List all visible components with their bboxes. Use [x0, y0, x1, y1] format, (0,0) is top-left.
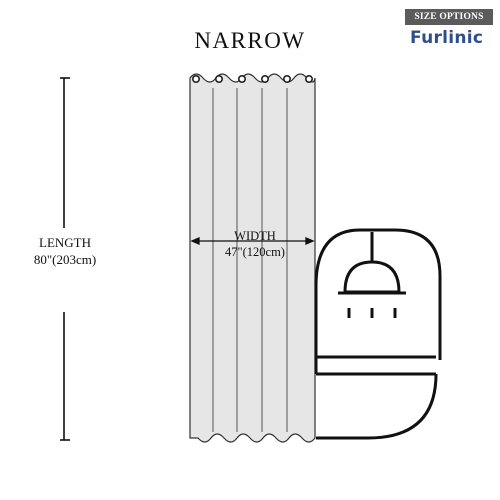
length-dimension-bracket	[60, 77, 70, 441]
width-value: 47"(120cm)	[225, 245, 285, 259]
length-value: 80"(203cm)	[33, 252, 97, 267]
brand-logo: Furlinic	[410, 28, 484, 48]
curtain-panel-icon	[189, 73, 316, 443]
shower-head-icon	[314, 228, 442, 374]
length-title: LENGTH	[39, 235, 91, 250]
width-dimension-arrow	[190, 237, 315, 245]
size-title: NARROW	[194, 28, 306, 53]
width-label: WIDTH 47"(120cm)	[205, 228, 305, 260]
length-label: LENGTH 80"(203cm)	[20, 234, 110, 268]
width-title: WIDTH	[234, 229, 276, 243]
bathtub-icon	[316, 355, 438, 440]
size-options-badge: SIZE OPTIONS	[405, 9, 493, 25]
